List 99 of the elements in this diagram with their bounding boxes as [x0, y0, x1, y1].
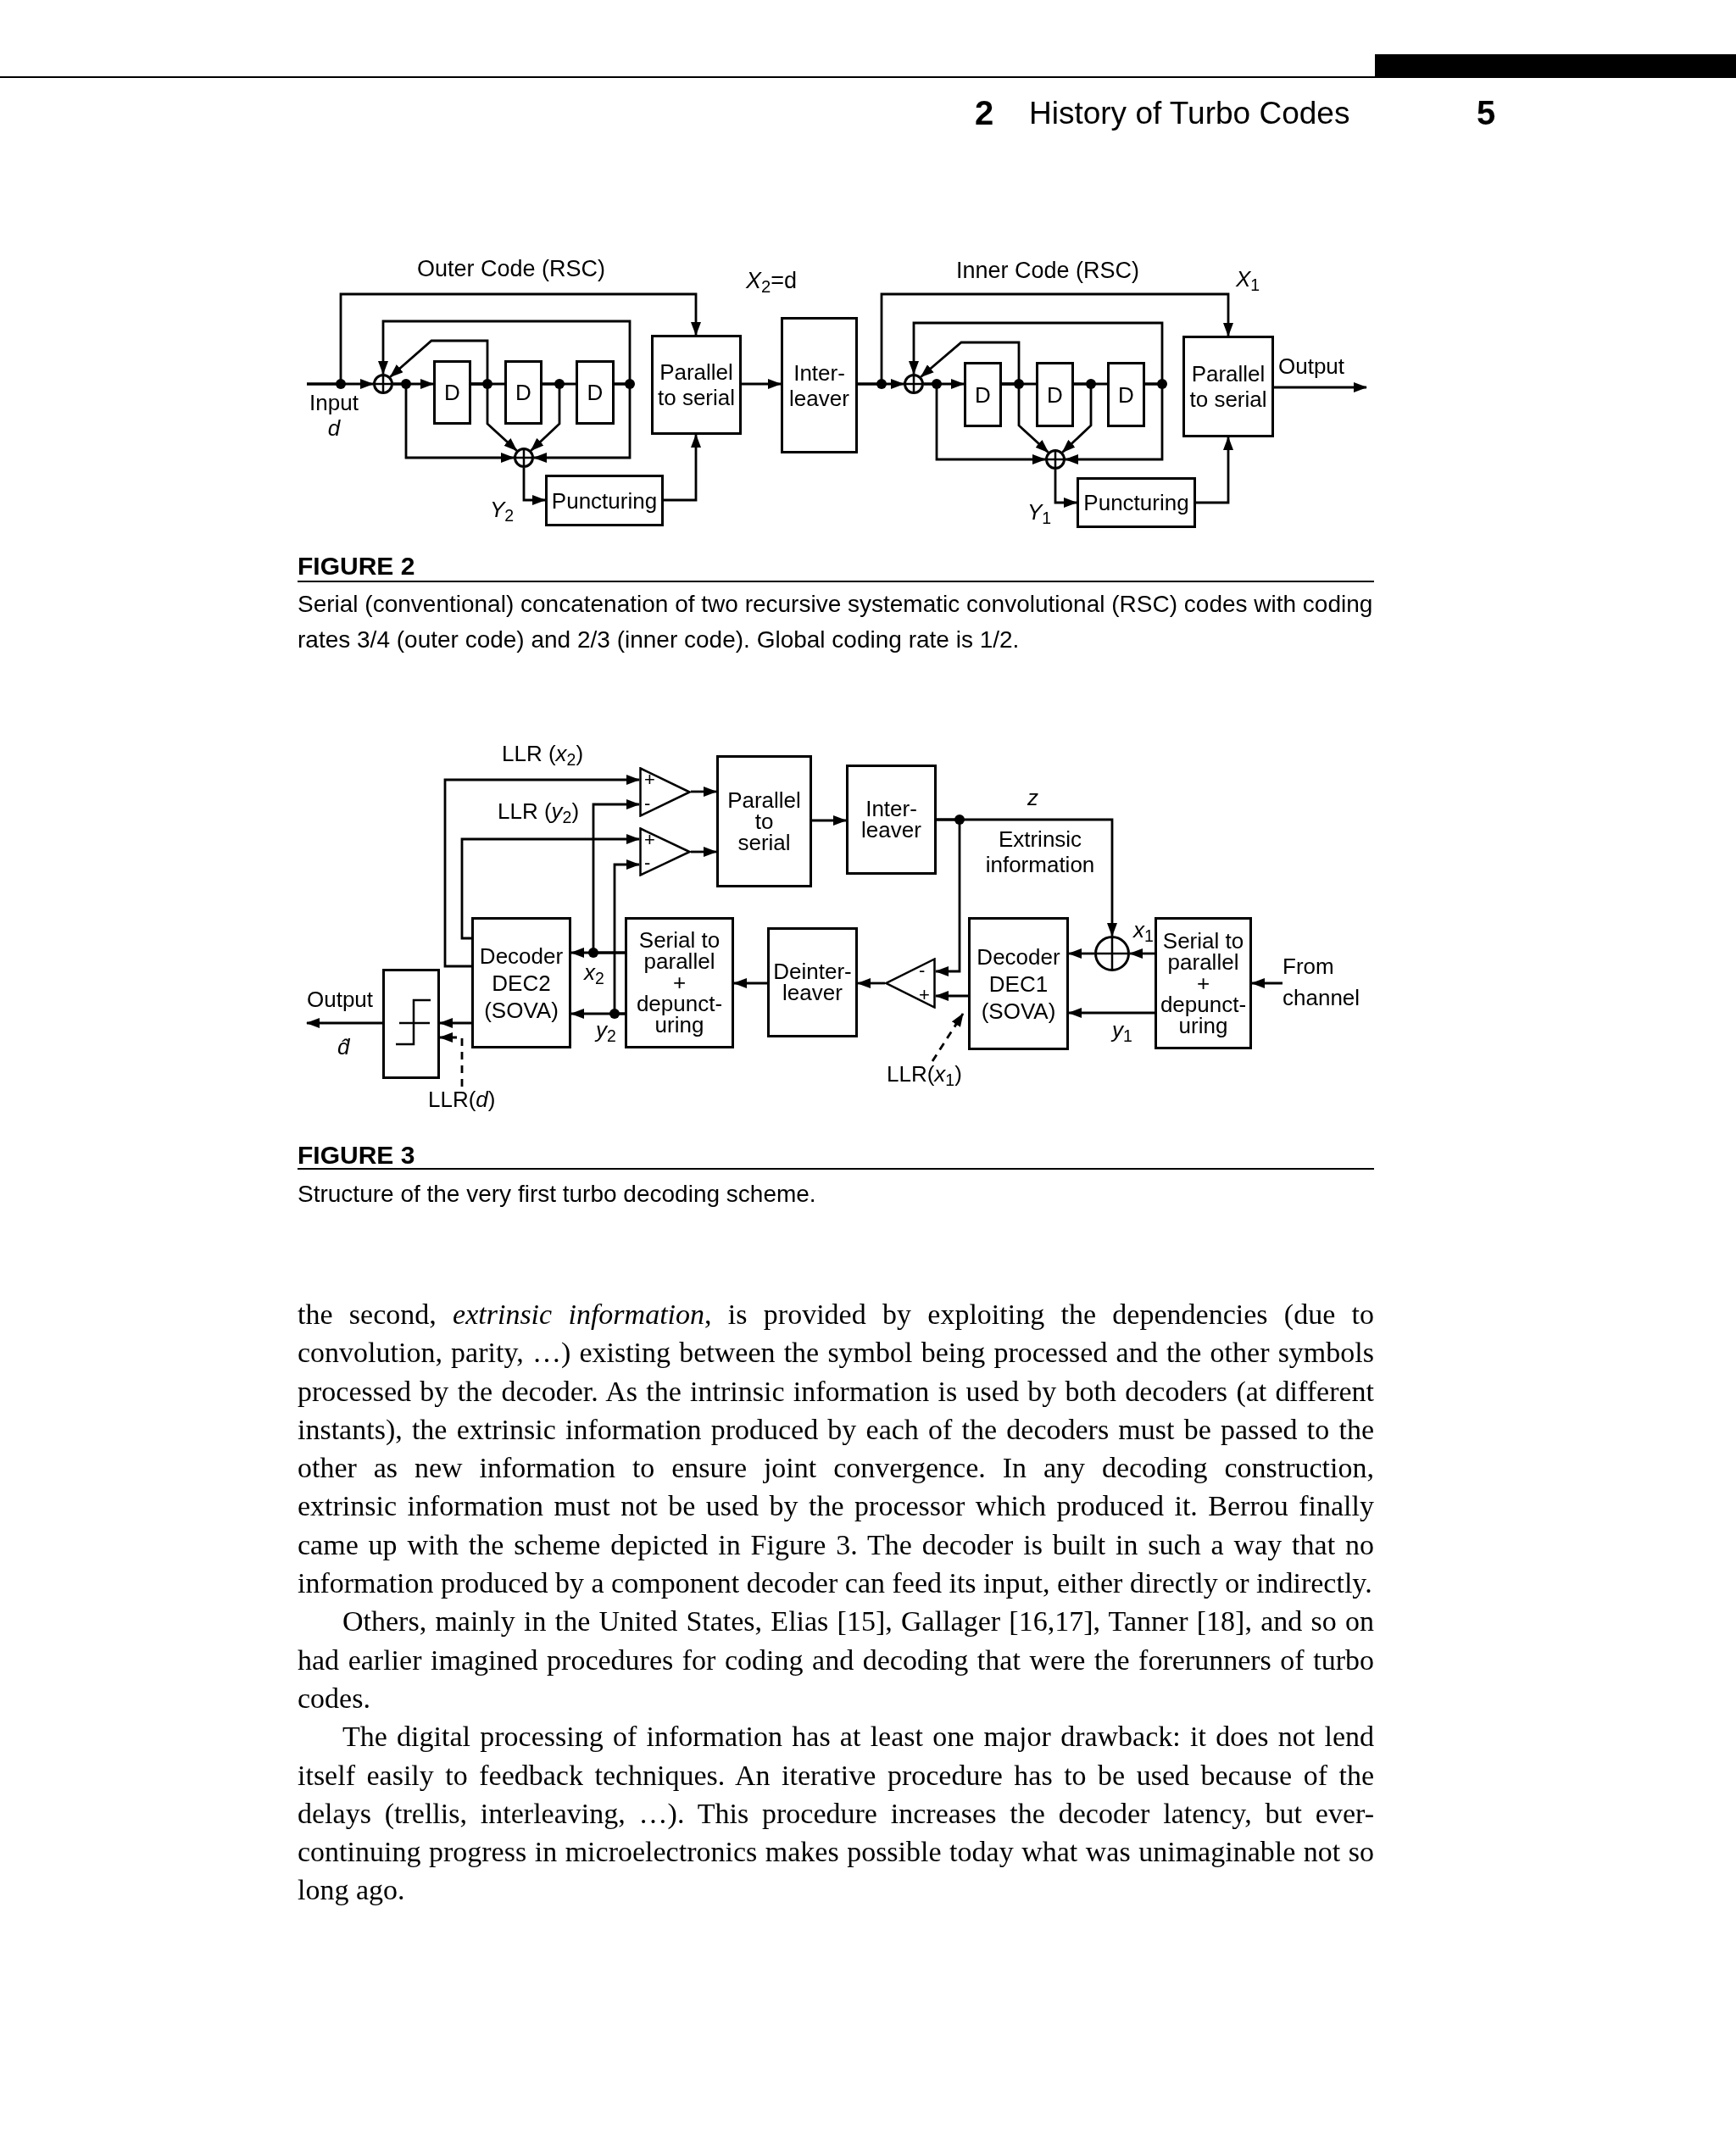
delay-box: D: [433, 360, 471, 425]
arrow: [1068, 948, 1094, 959]
arrow: [857, 978, 885, 988]
page-number: 5: [1477, 93, 1496, 132]
signal-label: Output: [1278, 353, 1366, 391]
process-box: Deinter- leaver: [767, 927, 858, 1037]
edge-label: LLR (y$_{2}$): [498, 798, 580, 824]
arrow: [471, 382, 518, 452]
xor-symbol: [904, 374, 924, 394]
arrow: [742, 379, 782, 389]
signal-label: From channel: [1283, 951, 1371, 1014]
signal-label: LLR(d): [428, 1087, 509, 1115]
sign-label: +: [919, 986, 930, 1004]
process-box: Parallel to serial: [716, 755, 812, 887]
arrow: [613, 859, 640, 1015]
xor-symbol: [514, 448, 534, 468]
signal-label: X$_{2}$=d: [746, 268, 798, 294]
delay-box: D: [1107, 362, 1145, 427]
comparator-symbol: [885, 958, 936, 1009]
decoder-box: Decoder DEC1 (SOVA): [968, 917, 1069, 1050]
arrow: [460, 834, 640, 940]
arrow: [393, 382, 515, 463]
arrow: [1065, 382, 1164, 464]
arrow: [530, 382, 561, 452]
running-head: History of Turbo Codes: [1029, 95, 1350, 131]
decoder-box: Decoder DEC2 (SOVA): [471, 917, 571, 1048]
delay-box: D: [964, 362, 1002, 427]
arrow: [592, 799, 640, 954]
signal-label: LLR(x$_{1}$): [887, 1061, 971, 1090]
arrow: [533, 382, 632, 463]
xor-symbol: [1045, 449, 1066, 470]
code-title: Inner Code (RSC): [956, 258, 1140, 284]
figure-label: FIGURE 2: [298, 551, 415, 581]
delay-box: D: [1036, 362, 1074, 427]
sign-label: -: [644, 794, 651, 813]
process-box: Puncturing: [545, 475, 664, 526]
delay-box: D: [576, 360, 615, 425]
edge-label: x$_{2}$: [584, 959, 604, 985]
edge-label: X$_{1}$: [1236, 266, 1260, 292]
edge-label: y$_{1}$: [1112, 1017, 1132, 1043]
arrow: [522, 468, 546, 505]
signal-label: Output: [307, 987, 383, 1026]
signal-label: Input d: [307, 380, 361, 444]
dashed-arrow: [931, 1013, 965, 1062]
figure-caption: Serial (conventional) concatenation of two recursive systematic convolutional (RSC) codes with coding rates 3/4 (outer code) and 2/3 (inner code). Global coding rate is 1/2.: [298, 590, 1374, 654]
arrow: [443, 775, 640, 968]
sign-label: -: [644, 854, 651, 872]
arrow: [1251, 978, 1283, 988]
comparator-symbol: [639, 827, 691, 876]
arrow: [935, 991, 968, 1001]
arrow: [691, 787, 717, 797]
edge-label: z: [1027, 785, 1038, 810]
process-box: Inter- leaver: [781, 317, 858, 453]
decision-box: [382, 969, 440, 1079]
sign-label: +: [644, 770, 655, 789]
body-paragraph: the second, extrinsic information, is provided by exploiting the dependencies (due to convolution, parity, …) existing between the symbol being processed and the other symbols processed by the decoder. As the intrinsic information is used by both decoders (at different instants), the extrinsic information produced by each of the decoders must be passed to the other as new information to ensure joint convergence. In any decoding construction, extrinsic information must not be used by the processor which produced it. Berrou finally came up with the scheme depicted in Figure 3. The decoder is built in such a way that no information produced by a component decoder can feed its input, either directly or indirectly.: [298, 1298, 1374, 1601]
arrow: [1274, 382, 1367, 392]
arrow: [924, 382, 1046, 464]
arrow: [1068, 1008, 1155, 1018]
process-box: Serial to parallel + depunct- uring: [625, 917, 734, 1048]
figure-label: FIGURE 3: [298, 1140, 415, 1170]
chapter-number: 2: [975, 93, 994, 132]
arrow: [439, 1018, 471, 1028]
arrow: [812, 815, 847, 826]
edge-label: y$_{2}$: [596, 1017, 616, 1043]
signal-label: d̂: [337, 1034, 350, 1059]
arrow: [306, 1018, 382, 1028]
body-paragraph: The digital processing of information has at least one major drawback: it does not lend itself easily to feedback techniques. An iterative procedure has to be used because of the delays (trellis, interleaving, …). This procedure increases the decoder latency, but ever-continuing progress in microelectronics makes possible today what was unimaginable not so long ago.: [298, 1720, 1374, 1908]
arrow: [664, 434, 701, 502]
code-title: Outer Code (RSC): [417, 256, 606, 282]
edge-label: Y$_{1}$: [1027, 499, 1052, 525]
delay-box: D: [504, 360, 542, 425]
arrow: [858, 292, 1233, 386]
process-box: Serial to parallel + depunct- uring: [1155, 917, 1252, 1049]
figure-caption: Structure of the very first turbo decoding scheme.: [298, 1180, 817, 1209]
edge-label: LLR (x$_{2}$): [502, 741, 584, 766]
arrow: [1002, 382, 1049, 453]
arrow: [307, 292, 701, 386]
arrow: [935, 818, 961, 976]
arrow: [1196, 437, 1233, 504]
process-box: Parallel to serial: [1182, 336, 1274, 437]
arrow: [1129, 948, 1155, 959]
edge-label: x$_{1}$: [1133, 917, 1154, 943]
sign-label: +: [644, 831, 655, 849]
xor-symbol: [373, 374, 393, 394]
xor-symbol: [1094, 936, 1130, 971]
comparator-symbol: [639, 767, 691, 817]
signal-label: Extrinsic information: [984, 826, 1096, 877]
process-box: Puncturing: [1077, 477, 1196, 528]
dashed-arrow: [439, 1032, 464, 1087]
arrow: [1054, 470, 1077, 508]
process-box: Inter- leaver: [846, 765, 937, 875]
arrow: [691, 847, 717, 857]
sign-label: -: [919, 961, 926, 980]
arrow: [1061, 382, 1093, 453]
edge-label: Y$_{2}$: [490, 497, 515, 522]
process-box: Parallel to serial: [651, 335, 742, 435]
arrow: [733, 978, 767, 988]
body-paragraph: Others, mainly in the United States, Elias [15], Gallager [16,17], Tanner [18], and so on had earlier imagined procedures for coding and decoding that were the forerunners of turbo codes.: [298, 1604, 1374, 1716]
